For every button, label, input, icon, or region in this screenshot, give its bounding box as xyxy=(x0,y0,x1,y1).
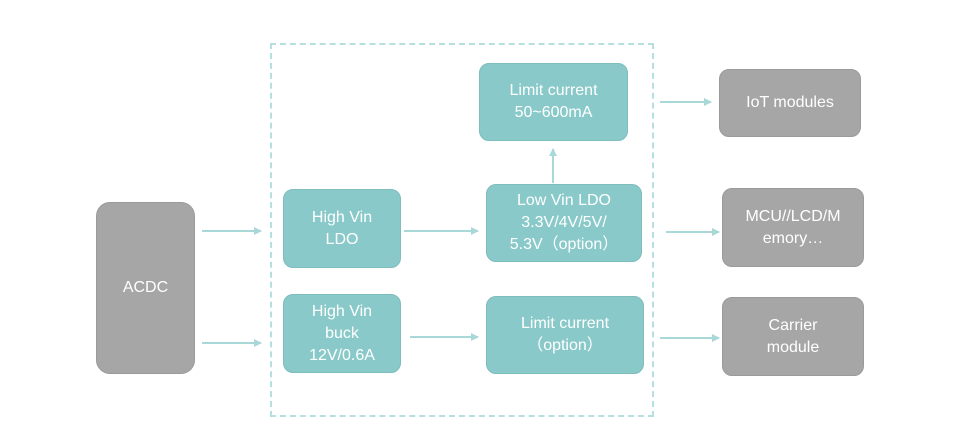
power-stage-group-frame xyxy=(270,43,654,417)
acdc-label: ACDC xyxy=(122,279,169,296)
carrier-module-label: Carrier module xyxy=(766,316,820,356)
high-vin-ldo-block: High Vin LDO xyxy=(283,189,401,268)
limit-current-option-label: Limit current （option） xyxy=(520,315,610,354)
limit-current-option-block: Limit current （option） xyxy=(486,296,644,374)
acdc-block: ACDC xyxy=(96,202,195,374)
mcu-lcd-memory-block: MCU//LCD/M emory… xyxy=(722,188,864,267)
iot-modules-block: IoT modules xyxy=(719,69,861,137)
low-vin-ldo-block: Low Vin LDO 3.3V/4V/5V/ 5.3V（option） xyxy=(486,184,642,262)
high-vin-buck-block: High Vin buck 12V/0.6A xyxy=(283,294,401,373)
carrier-module-block: Carrier module xyxy=(722,297,864,376)
low-vin-ldo-label: Low Vin LDO 3.3V/4V/5V/ 5.3V（option） xyxy=(509,192,619,253)
high-vin-buck-label: High Vin buck 12V/0.6A xyxy=(309,302,375,364)
mcu-lcd-memory-label: MCU//LCD/M emory… xyxy=(745,207,841,247)
iot-modules-label: IoT modules xyxy=(746,94,834,111)
high-vin-ldo-label: High Vin LDO xyxy=(311,208,373,248)
limit-current-top-block: Limit current 50~600mA xyxy=(479,63,628,141)
limit-current-top-label: Limit current 50~600mA xyxy=(509,82,598,121)
